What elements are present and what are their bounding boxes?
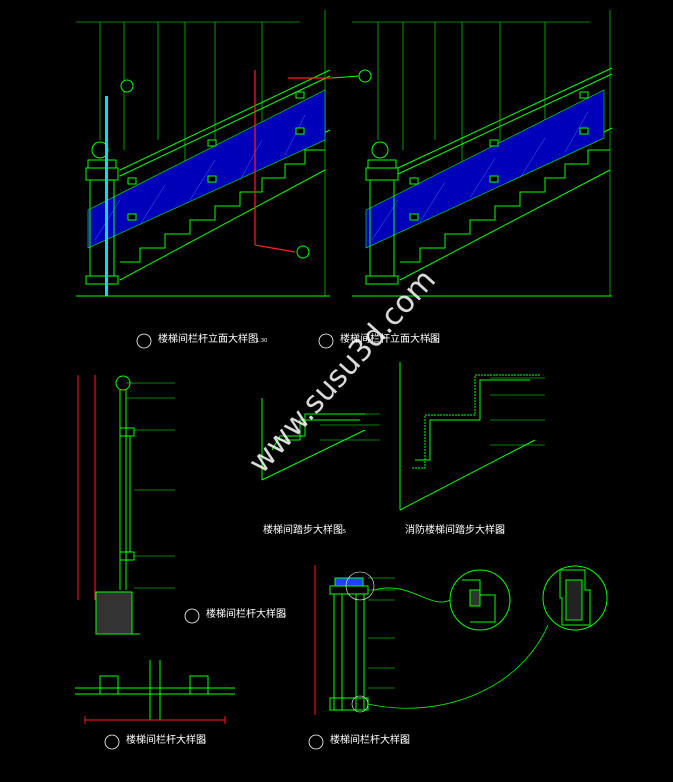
drawing-title-5: 消防楼梯间踏步大样图 (405, 523, 505, 536)
drawing-title-7: 楼梯间栏杆大样图 (330, 733, 410, 746)
title-block-3: 楼梯间栏杆大样图 1:5 (184, 607, 286, 624)
drawing-scale-6: 1:5 (198, 739, 206, 745)
zoom-detail-1 (449, 569, 511, 631)
section-markers (296, 69, 372, 259)
title-block-6: 楼梯间栏杆大样图 1:5 (104, 733, 206, 750)
drawing-title-6: 楼梯间栏杆大样图 (126, 733, 206, 746)
drawing-scale-7: 1:5 (400, 739, 408, 745)
watermark-text: www.susu3d.com (242, 263, 443, 481)
step-detail-2 (399, 362, 545, 511)
drawing-scale-1: 1:30 (256, 338, 267, 344)
elevation-right (352, 10, 613, 297)
title-block-2: 楼梯间栏杆立面大样图 1:30 (318, 332, 440, 349)
railing-detail (77, 375, 175, 635)
title-block-7: 楼梯间栏杆大样图 1:5 (308, 733, 410, 750)
drawing-title-3: 楼梯间栏杆大样图 (206, 607, 286, 620)
section-cut-red (254, 70, 332, 253)
drawing-scale-2: 1:30 (428, 338, 439, 344)
drawing-scale-4: 1:5 (338, 529, 346, 535)
drawing-title-2: 楼梯间栏杆立面大样图 (340, 332, 440, 345)
drawing-scale-5: 1:5 (496, 529, 504, 535)
drawing-title-1: 楼梯间栏杆立面大样图 (158, 332, 258, 345)
step-detail-1 (261, 398, 380, 481)
newel-post-detail (314, 565, 395, 715)
leader-curves (367, 587, 549, 709)
title-block-1: 楼梯间栏杆立面大样图 1:30 (136, 332, 267, 349)
title-block-4: 楼梯间踏步大样图 1:5 (263, 523, 346, 536)
zoom-detail-2 (542, 565, 608, 631)
elevation-left (76, 10, 331, 297)
drawing-title-4: 楼梯间踏步大样图 (263, 523, 343, 536)
drawing-scale-3: 1:5 (278, 613, 286, 619)
post-blue (105, 96, 108, 296)
base-plan-detail (75, 660, 235, 724)
title-block-5: 消防楼梯间踏步大样图 1:5 (405, 523, 505, 536)
